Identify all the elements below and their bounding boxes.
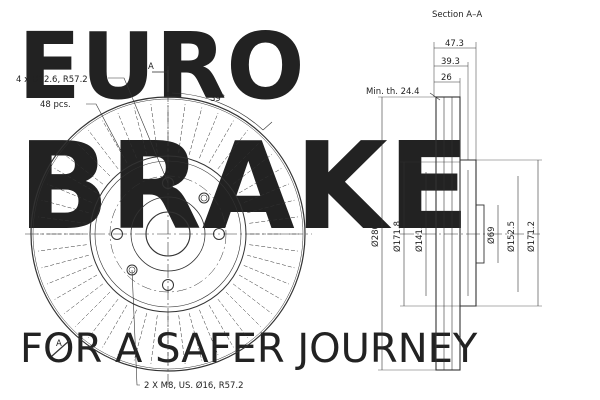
section-view <box>378 42 542 371</box>
vent-vane <box>75 291 111 327</box>
vent-vane <box>133 107 148 155</box>
min-thickness-leader <box>429 92 441 101</box>
vent-vane <box>117 309 137 356</box>
vent-vane <box>38 244 87 252</box>
vent-vane <box>63 283 104 314</box>
section-marker-top: A <box>148 62 154 72</box>
vent-vanes <box>37 103 299 365</box>
angle-label: 39° <box>210 94 225 104</box>
vent-vane <box>249 216 298 224</box>
vent-vane <box>41 254 89 269</box>
disc-outer-edge <box>30 96 306 372</box>
width-hat-label: 39.3 <box>441 57 460 67</box>
watermark: EURO BRAKE FOR A SAFER JOURNEY <box>18 13 478 372</box>
bolt-hole-bottom <box>162 279 174 291</box>
vent-vane <box>243 265 290 285</box>
angle-dimension-arc <box>171 92 264 131</box>
vent-vane <box>46 265 93 285</box>
vent-vane <box>46 183 93 203</box>
angle-extension-line <box>262 121 273 131</box>
min-thickness-label: Min. th. 24.4 <box>366 87 420 97</box>
vent-vane <box>238 168 282 194</box>
threads-leader <box>131 269 140 386</box>
vent-vane <box>150 315 158 364</box>
hub-flange <box>130 196 206 272</box>
holes-leader <box>108 77 169 184</box>
watermark-euro: EURO <box>18 13 305 120</box>
vent-vane <box>117 112 137 159</box>
vent-vane <box>41 199 89 214</box>
vent-vane <box>150 104 158 153</box>
vent-vane <box>178 104 186 153</box>
hat-outer-edge <box>94 160 242 308</box>
friction-ring-section <box>435 96 461 371</box>
vent-vane <box>232 154 273 185</box>
bolt-holes <box>111 177 225 291</box>
vents-leader <box>86 103 122 152</box>
vent-vane <box>225 291 261 327</box>
vent-vane <box>247 199 295 214</box>
threaded-hole-upper <box>198 192 210 204</box>
vent-vane <box>243 183 290 203</box>
vent-vane <box>247 254 295 269</box>
width-disc-label: 26 <box>441 73 452 83</box>
bolt-hole-right <box>213 228 225 240</box>
holes-label: 4 x Ø12.6, R57.2 <box>16 74 88 85</box>
section-title: Section A–A <box>432 10 482 20</box>
d-inner-band-label: Ø171.8 <box>392 221 403 252</box>
vent-vane <box>178 315 186 364</box>
threads-label: 2 X M8, US. Ø16, R57.2 <box>144 380 244 391</box>
d-hat-label: Ø141.5 <box>414 221 425 252</box>
vent-vane <box>63 154 104 185</box>
threaded-hole-upper-core <box>200 194 208 202</box>
vent-vane <box>75 141 111 177</box>
vent-vane <box>199 112 219 159</box>
vent-vane <box>54 274 98 300</box>
vent-vane <box>54 168 98 194</box>
vent-vane <box>199 309 219 356</box>
section-cut-line-bottom <box>51 339 71 357</box>
pitch-circle <box>109 175 227 293</box>
vent-vane <box>217 129 248 170</box>
vent-vane <box>88 129 119 170</box>
section-marker-bottom: A <box>56 339 62 349</box>
center-bore <box>145 211 191 257</box>
vent-vane <box>232 283 273 314</box>
vent-vane <box>225 141 261 177</box>
vent-vane <box>188 107 203 155</box>
vent-vane <box>238 274 282 300</box>
d-inner-hat-label: Ø171.2 <box>526 221 537 252</box>
vent-vane <box>102 120 128 164</box>
watermark-slogan: FOR A SAFER JOURNEY <box>20 326 478 372</box>
bolt-hole-top <box>162 177 174 189</box>
d-center-label: Ø69 <box>486 226 497 244</box>
front-view <box>25 66 312 386</box>
vent-vane <box>188 313 203 361</box>
vent-vane <box>208 304 234 348</box>
vent-vane <box>217 298 248 339</box>
vent-count-label: 48 pcs. <box>40 100 71 110</box>
vent-vane <box>249 244 298 252</box>
friction-ring-inner-edge <box>89 155 247 313</box>
vent-vane <box>208 120 234 164</box>
d-pcd-label: Ø152.5 <box>506 221 517 252</box>
width-total-label: 47.3 <box>445 39 464 49</box>
disc-outer-edge-inner <box>32 98 304 370</box>
d-outer-label: Ø280 <box>370 224 381 247</box>
bolt-hole-left <box>111 228 123 240</box>
vent-vane <box>38 216 87 224</box>
vent-vane <box>133 313 148 361</box>
vent-vane <box>88 298 119 339</box>
vent-vane <box>102 304 128 348</box>
